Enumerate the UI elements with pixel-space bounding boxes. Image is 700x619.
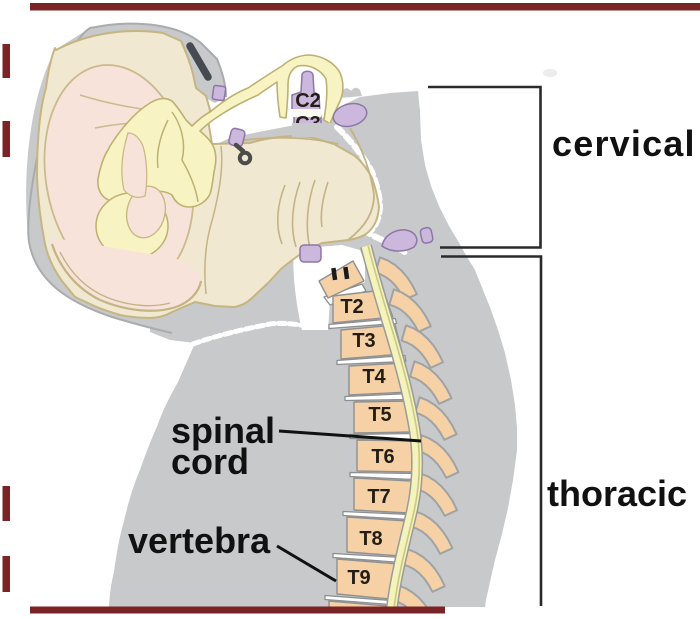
svg-text:thoracic: thoracic — [547, 473, 687, 514]
svg-text:T3: T3 — [352, 330, 375, 352]
svg-text:C2: C2 — [295, 90, 321, 112]
svg-text:spinal: spinal — [171, 410, 275, 451]
svg-text:vertebra: vertebra — [128, 520, 271, 561]
svg-text:T6: T6 — [371, 446, 394, 468]
svg-text:T5: T5 — [368, 404, 391, 426]
svg-text:T7: T7 — [367, 486, 390, 508]
svg-text:T8: T8 — [359, 528, 382, 550]
svg-text:cord: cord — [171, 441, 249, 482]
svg-text:T4: T4 — [362, 366, 386, 388]
svg-text:cervical: cervical — [552, 123, 696, 164]
svg-text:T9: T9 — [347, 567, 370, 589]
svg-text:T2: T2 — [340, 296, 363, 318]
